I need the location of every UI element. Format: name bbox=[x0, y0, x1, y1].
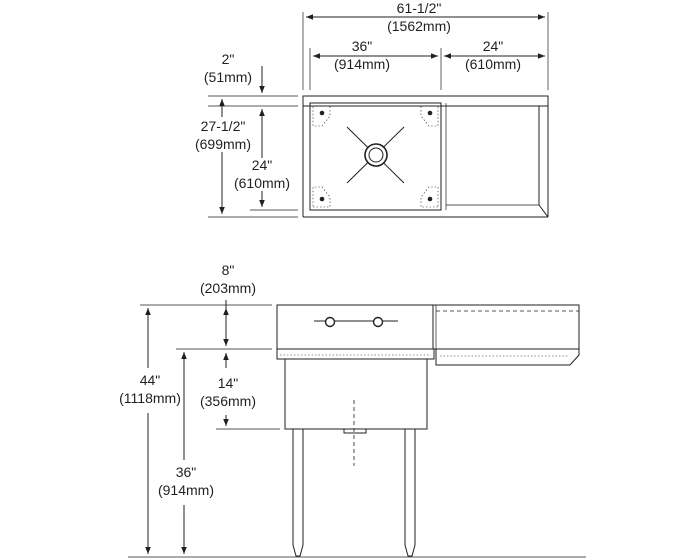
dim-overall-width-metric: (1562mm) bbox=[387, 18, 451, 34]
dim-backsplash-depth: 2" (51mm) bbox=[204, 51, 298, 125]
dim-overall-depth: 27-1/2" (699mm) bbox=[195, 99, 298, 218]
dim-bowl-height-metric: (356mm) bbox=[200, 393, 256, 409]
dim-bowl-depth: 24" (610mm) bbox=[234, 109, 298, 211]
dim-backsplash-height-imperial: 8" bbox=[222, 262, 235, 278]
faucet-icon bbox=[314, 316, 398, 328]
dim-overall-height-imperial: 44" bbox=[140, 372, 161, 388]
dim-drainboard-width-metric: (610mm) bbox=[465, 56, 521, 72]
front-view-rim bbox=[276, 348, 580, 366]
dim-rim-height-metric: (914mm) bbox=[158, 482, 214, 498]
dim-drainboard-width-imperial: 24" bbox=[483, 38, 504, 54]
dim-rim-height-imperial: 36" bbox=[176, 464, 197, 480]
bowl-corner-marks bbox=[312, 105, 439, 208]
top-view-sink-outline bbox=[302, 95, 549, 218]
front-view-bowl bbox=[284, 358, 428, 466]
dim-bowl-depth-metric: (610mm) bbox=[234, 175, 290, 191]
bowl-drain-icon bbox=[346, 126, 405, 184]
dim-overall-height: 44" (1118mm) bbox=[119, 308, 181, 554]
dim-overall-depth-metric: (699mm) bbox=[195, 136, 251, 152]
dim-backsplash-depth-metric: (51mm) bbox=[204, 69, 252, 85]
dim-backsplash-height-metric: (203mm) bbox=[200, 280, 256, 296]
dim-drainboard-width: 24" (610mm) bbox=[444, 38, 545, 72]
dim-overall-width-imperial: 61-1/2" bbox=[397, 0, 442, 16]
dim-rim-height: 36" (914mm) bbox=[158, 352, 214, 554]
dim-bowl-height-imperial: 14" bbox=[218, 375, 239, 391]
sink-legs bbox=[292, 429, 416, 557]
dim-bowl-width-imperial: 36" bbox=[352, 38, 373, 54]
front-view: 8" (203mm) 44" (1118mm) 14" (356mm) 36" … bbox=[119, 262, 586, 558]
dim-overall-height-metric: (1118mm) bbox=[119, 390, 181, 406]
front-view-backsplash bbox=[276, 304, 580, 350]
dim-backsplash-depth-imperial: 2" bbox=[222, 51, 235, 67]
dim-overall-depth-imperial: 27-1/2" bbox=[201, 118, 246, 134]
dim-bowl-width: 36" (914mm) bbox=[309, 38, 442, 90]
dim-backsplash-height: 8" (203mm) bbox=[140, 262, 272, 350]
top-view: 61-1/2" (1562mm) 36" (914mm) 24" (610mm)… bbox=[195, 0, 549, 218]
dim-bowl-height: 14" (356mm) bbox=[200, 353, 280, 430]
dim-overall-width: 61-1/2" (1562mm) bbox=[302, 0, 549, 90]
dim-bowl-width-metric: (914mm) bbox=[334, 56, 390, 72]
dim-bowl-depth-imperial: 24" bbox=[252, 157, 273, 173]
